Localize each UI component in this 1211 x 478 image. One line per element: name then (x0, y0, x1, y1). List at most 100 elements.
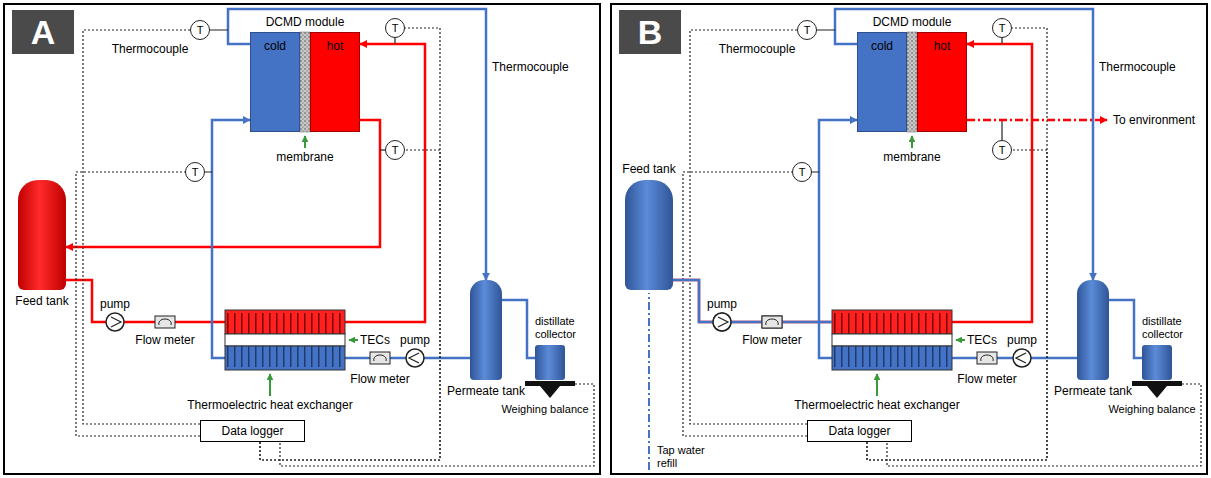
pump-symbol (713, 313, 731, 331)
pointer-arrow (304, 136, 306, 148)
part-label: Thermocouple (719, 42, 796, 56)
signal-wire (867, 150, 1047, 460)
hot-channel: hot (917, 32, 967, 132)
signal-wire (260, 150, 440, 460)
node-text: T (392, 21, 399, 35)
pipe (673, 44, 1032, 322)
part-label: Weighing balance (1108, 402, 1195, 416)
part-label: Flow meter (135, 333, 194, 347)
flow-meter-symbol (370, 352, 390, 364)
signal-wire (83, 30, 200, 424)
node-text: T (999, 21, 1006, 35)
probe-line (204, 30, 395, 172)
part-label: Flow meter (957, 372, 1016, 386)
node-text: T (804, 23, 811, 37)
node-text: T (999, 143, 1006, 157)
part-label: pump (707, 297, 737, 311)
part-label: pump (100, 297, 130, 311)
permeate-tank: Permeate tank (1077, 280, 1109, 380)
part-label: pump (400, 333, 430, 347)
feed-tank: Feed tank (625, 180, 673, 290)
pipe (66, 120, 380, 247)
drain-line (967, 119, 1107, 122)
part-label: Thermoelectric heat exchanger (794, 398, 959, 412)
node-text: cold (871, 39, 893, 53)
part-label: Thermocouple (112, 42, 189, 56)
thermocouple-symbol: T (190, 20, 210, 40)
part-label: TECs (967, 333, 997, 347)
pipe (835, 9, 1093, 280)
pipe (228, 9, 486, 280)
panel-b-copy (611, 4, 1207, 474)
node-text: Data logger (828, 424, 890, 438)
node-text: hot (934, 39, 951, 53)
part-label: Tap water refill (657, 444, 719, 470)
part-label: Flow meter (742, 333, 801, 347)
hot-channel: hot (310, 32, 360, 132)
cold-channel: cold (857, 32, 907, 132)
pointer-arrow (349, 339, 358, 341)
signal-wire (690, 30, 807, 424)
node-text: hot (327, 39, 344, 53)
node-heading: distillate collector (1142, 315, 1204, 341)
probe-line (1001, 120, 1002, 141)
thermocouple-symbol: T (385, 18, 405, 38)
part-label: Weighing balance (501, 402, 588, 416)
pipe (502, 300, 535, 358)
cold-channel: cold (250, 32, 300, 132)
balance-plate (525, 381, 575, 386)
panel-frame (4, 4, 600, 474)
part-label: membrane (276, 150, 333, 164)
node-text: cold (264, 39, 286, 53)
node-heading: Feed tank (15, 294, 68, 308)
node-heading: distillate collector (535, 315, 597, 341)
part-label: DCMD module (873, 15, 952, 29)
thermocouple-symbol: T (992, 140, 1012, 160)
refill-line (648, 293, 650, 470)
node-text: Data logger (221, 424, 283, 438)
heat-exchanger-cold (225, 346, 345, 370)
part-label: Thermocouple (1099, 60, 1176, 74)
node-heading: Permeate tank (447, 384, 525, 398)
node-heading: Permeate tank (1054, 384, 1132, 398)
pump-symbol (406, 349, 424, 367)
thermocouple-symbol: T (385, 140, 405, 160)
signal-wire (683, 172, 807, 436)
thermocouple-symbol: T (792, 162, 812, 182)
signal-wire (76, 172, 200, 436)
distillate-collector: distillate collector (535, 345, 565, 380)
part-label: DCMD module (266, 15, 345, 29)
data-logger: Data logger (200, 420, 305, 442)
thermocouple-symbol: T (185, 162, 205, 182)
panel-badge: A (12, 10, 74, 54)
part-label: Thermocouple (492, 60, 569, 74)
pipe (212, 120, 470, 358)
thermocouple-symbol: T (797, 20, 817, 40)
data-logger: Data logger (807, 420, 912, 442)
part-label: pump (1007, 333, 1037, 347)
node-text: A (31, 13, 56, 51)
pipe (66, 44, 425, 322)
pump-symbol (106, 313, 124, 331)
node-text: T (799, 165, 806, 179)
pointer-arrow (269, 374, 271, 396)
balance-base (540, 386, 560, 398)
node-text: T (392, 143, 399, 157)
heat-exchanger-hot (225, 310, 345, 334)
signal-wire (280, 384, 594, 466)
part-label: Thermoelectric heat exchanger (187, 398, 352, 412)
node-heading: Feed tank (622, 162, 675, 176)
membrane (300, 32, 310, 132)
node-text: T (197, 23, 204, 37)
pipe (1109, 300, 1142, 358)
part-label: Flow meter (350, 372, 409, 386)
part-label: To environment (1113, 113, 1195, 127)
panel-badge: B (619, 10, 681, 54)
thermocouple-symbol: T (992, 18, 1012, 38)
feed-tank: Feed tank (18, 180, 66, 290)
part-label: membrane (883, 150, 940, 164)
flow-meter-symbol (762, 316, 782, 328)
flow-meter-symbol (155, 316, 175, 328)
